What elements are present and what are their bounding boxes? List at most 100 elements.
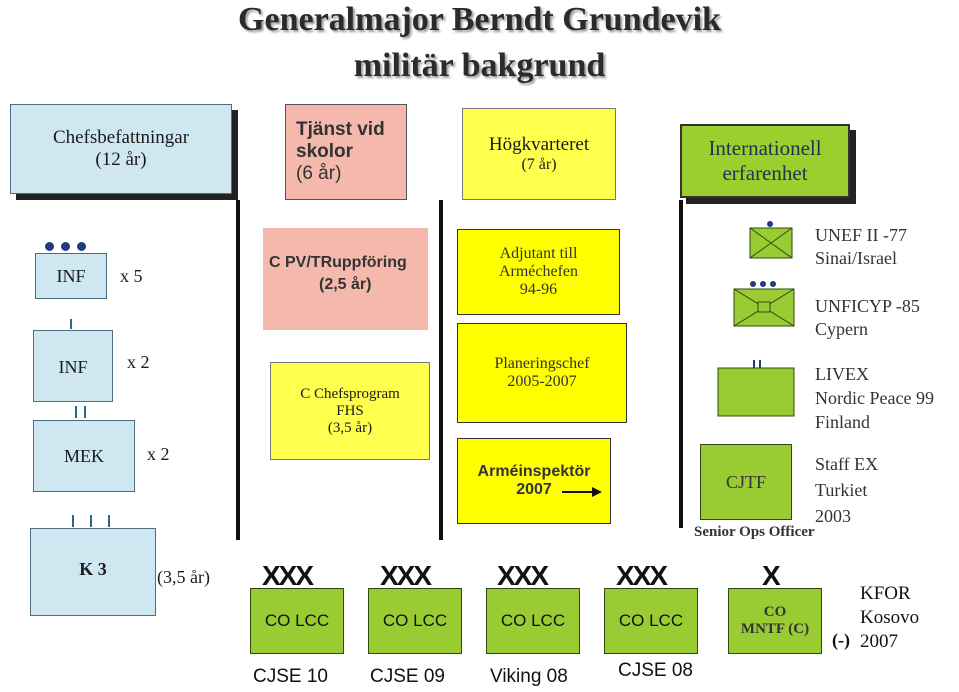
intl-item-1: UNEF II -77 Sinai/Israel [815, 224, 907, 270]
header-chefsbefattningar: Chefsbefattningar (12 år) [10, 104, 232, 194]
hq-arme-line1: Arméinspektör [477, 463, 591, 480]
hq-armeinspektor: Arméinspektör 2007 [457, 438, 611, 524]
corps-marker-xxx: XXX [497, 560, 549, 591]
hq-plan-line1: Planeringschef [494, 355, 590, 372]
lcc-caption-4: CJSE 08 [618, 660, 693, 681]
unit-inf-5-mult: x 5 [120, 266, 143, 286]
intl-item-4-line2: Turkiet [815, 480, 868, 500]
unit-inf-2-label: INF [58, 357, 88, 377]
un-battalion-symbol-icon [733, 281, 795, 327]
intl-item-2-line2: Cypern [815, 319, 868, 339]
unit-inf-5-label: INF [56, 265, 86, 286]
kfor-line1: KFOR [860, 583, 911, 604]
header-skolor-line3: (6 år) [296, 163, 342, 184]
intl-item-3-line2: Nordic Peace 99 [815, 388, 934, 408]
corps-marker-xxx: XXX [380, 560, 432, 591]
header-skolor-line1: Tjänst vid [296, 119, 385, 140]
page-title: Generalmajor Berndt Grundevik [238, 1, 721, 38]
header-internationell: Internationell erfarenhet [680, 124, 850, 198]
intl-item-2-line1: UNFICYP -85 [815, 296, 920, 316]
school-c-chef-line2: FHS [336, 402, 364, 419]
cjtf-label: CJTF [725, 471, 767, 492]
lcc-box-3-label: CO LCC [500, 611, 566, 630]
lcc-box-4-label: CO LCC [618, 611, 684, 630]
mntf-box: CO MNTF (C) [728, 588, 822, 654]
school-c-pv: C PV/TRuppföring (2,5 år) [263, 228, 428, 330]
header-skolor: Tjänst vid skolor (6 år) [285, 104, 407, 200]
hq-adjutant: Adjutant till Arméchefen 94-96 [457, 229, 620, 315]
hq-arme-line2: 2007 [516, 481, 552, 498]
unit-inf-2: INF [33, 330, 113, 402]
header-skolor-line2: skolor [296, 141, 354, 162]
header-intl-line1: Internationell [708, 136, 822, 160]
header-hkv-line1: Högkvarteret [488, 134, 590, 155]
unit-inf-2-mult: x 2 [127, 352, 150, 372]
kfor-line2: Kosovo [860, 607, 920, 628]
intl-item-3-line3: Finland [815, 412, 871, 432]
lcc-box-3: CO LCC [486, 588, 580, 654]
intl-item-1-line1: UNEF II -77 [815, 225, 907, 245]
unit-mek-label: MEK [64, 445, 104, 466]
header-hogkvarteret: Högkvarteret (7 år) [462, 108, 616, 200]
lcc-caption-2: CJSE 09 [370, 666, 445, 687]
intl-item-3-line1: LIVEX [815, 364, 869, 384]
header-chef-line1: Chefsbefattningar [52, 127, 190, 148]
intl-item-2: UNFICYP -85 Cypern [815, 295, 920, 341]
lcc-caption-1: CJSE 10 [253, 666, 328, 687]
hq-adj-line1: Adjutant till [499, 245, 578, 262]
cjtf-box: CJTF [700, 444, 792, 520]
rank-dot-icon [77, 242, 86, 251]
cjtf-role: Senior Ops Officer [694, 524, 815, 540]
unit-symbol-icon [717, 360, 795, 417]
unit-mek: MEK [33, 420, 135, 492]
rank-tick-icon [84, 406, 86, 418]
lcc-box-2: CO LCC [368, 588, 462, 654]
hq-adj-line2: Arméchefen [498, 263, 579, 280]
intl-item-4-line1: Staff EX [815, 454, 879, 474]
unit-inf-5: INF [35, 253, 107, 299]
mntf-minus: (-) [832, 630, 850, 650]
divider-line-1 [236, 200, 240, 540]
unit-k3-note: (3,5 år) [157, 567, 210, 587]
unit-k3-label: K 3 [79, 559, 107, 579]
arrow-right-icon [562, 487, 602, 497]
un-unit-symbol-icon [749, 221, 793, 259]
school-c-chefsprogram: C Chefsprogram FHS (3,5 år) [270, 362, 430, 460]
lcc-box-1-label: CO LCC [264, 611, 330, 630]
intl-item-1-line2: Sinai/Israel [815, 248, 897, 268]
header-intl-line2: erfarenhet [722, 161, 808, 185]
school-c-pv-line2: (2,5 år) [319, 276, 372, 293]
rank-tick-icon [75, 406, 77, 418]
page-subtitle: militär bakgrund [353, 47, 606, 84]
header-chef-line2: (12 år) [95, 149, 147, 170]
lcc-box-4: CO LCC [604, 588, 698, 654]
kfor-line3: 2007 [860, 631, 898, 652]
hq-plan-line2: 2005-2007 [507, 373, 577, 390]
hq-adj-line3: 94-96 [519, 281, 558, 298]
rank-tick-icon [90, 515, 92, 527]
mntf-line2: MNTF (C) [740, 621, 810, 637]
corps-marker-xxx: XXX [616, 560, 668, 591]
intl-item-4-line3: 2003 [815, 506, 851, 526]
corps-marker-xxx: XXX [262, 560, 314, 591]
kfor-label: KFOR Kosovo 2007 [860, 582, 919, 654]
lcc-box-1: CO LCC [250, 588, 344, 654]
school-c-chef-line1: C Chefsprogram [300, 385, 400, 402]
lcc-box-2-label: CO LCC [382, 611, 448, 630]
school-c-chef-line3: (3,5 år) [327, 419, 373, 436]
divider-line-3 [679, 200, 683, 528]
hq-planeringschef: Planeringschef 2005-2007 [457, 323, 627, 423]
mntf-line1: CO [763, 604, 787, 620]
rank-dot-icon [61, 242, 70, 251]
school-c-pv-line1: C PV/TRuppföring [269, 254, 407, 271]
brigade-marker-x: X [762, 560, 781, 591]
intl-item-3: LIVEX Nordic Peace 99 Finland [815, 362, 934, 434]
lcc-caption-3: Viking 08 [490, 666, 568, 687]
divider-line-2 [439, 200, 443, 540]
intl-item-4: Staff EX Turkiet 2003 [815, 451, 878, 529]
rank-dot-icon [45, 242, 54, 251]
rank-tick-icon [72, 515, 74, 527]
rank-tick-icon [108, 515, 110, 527]
rank-tick-icon [70, 319, 72, 329]
unit-mek-mult: x 2 [147, 444, 170, 464]
